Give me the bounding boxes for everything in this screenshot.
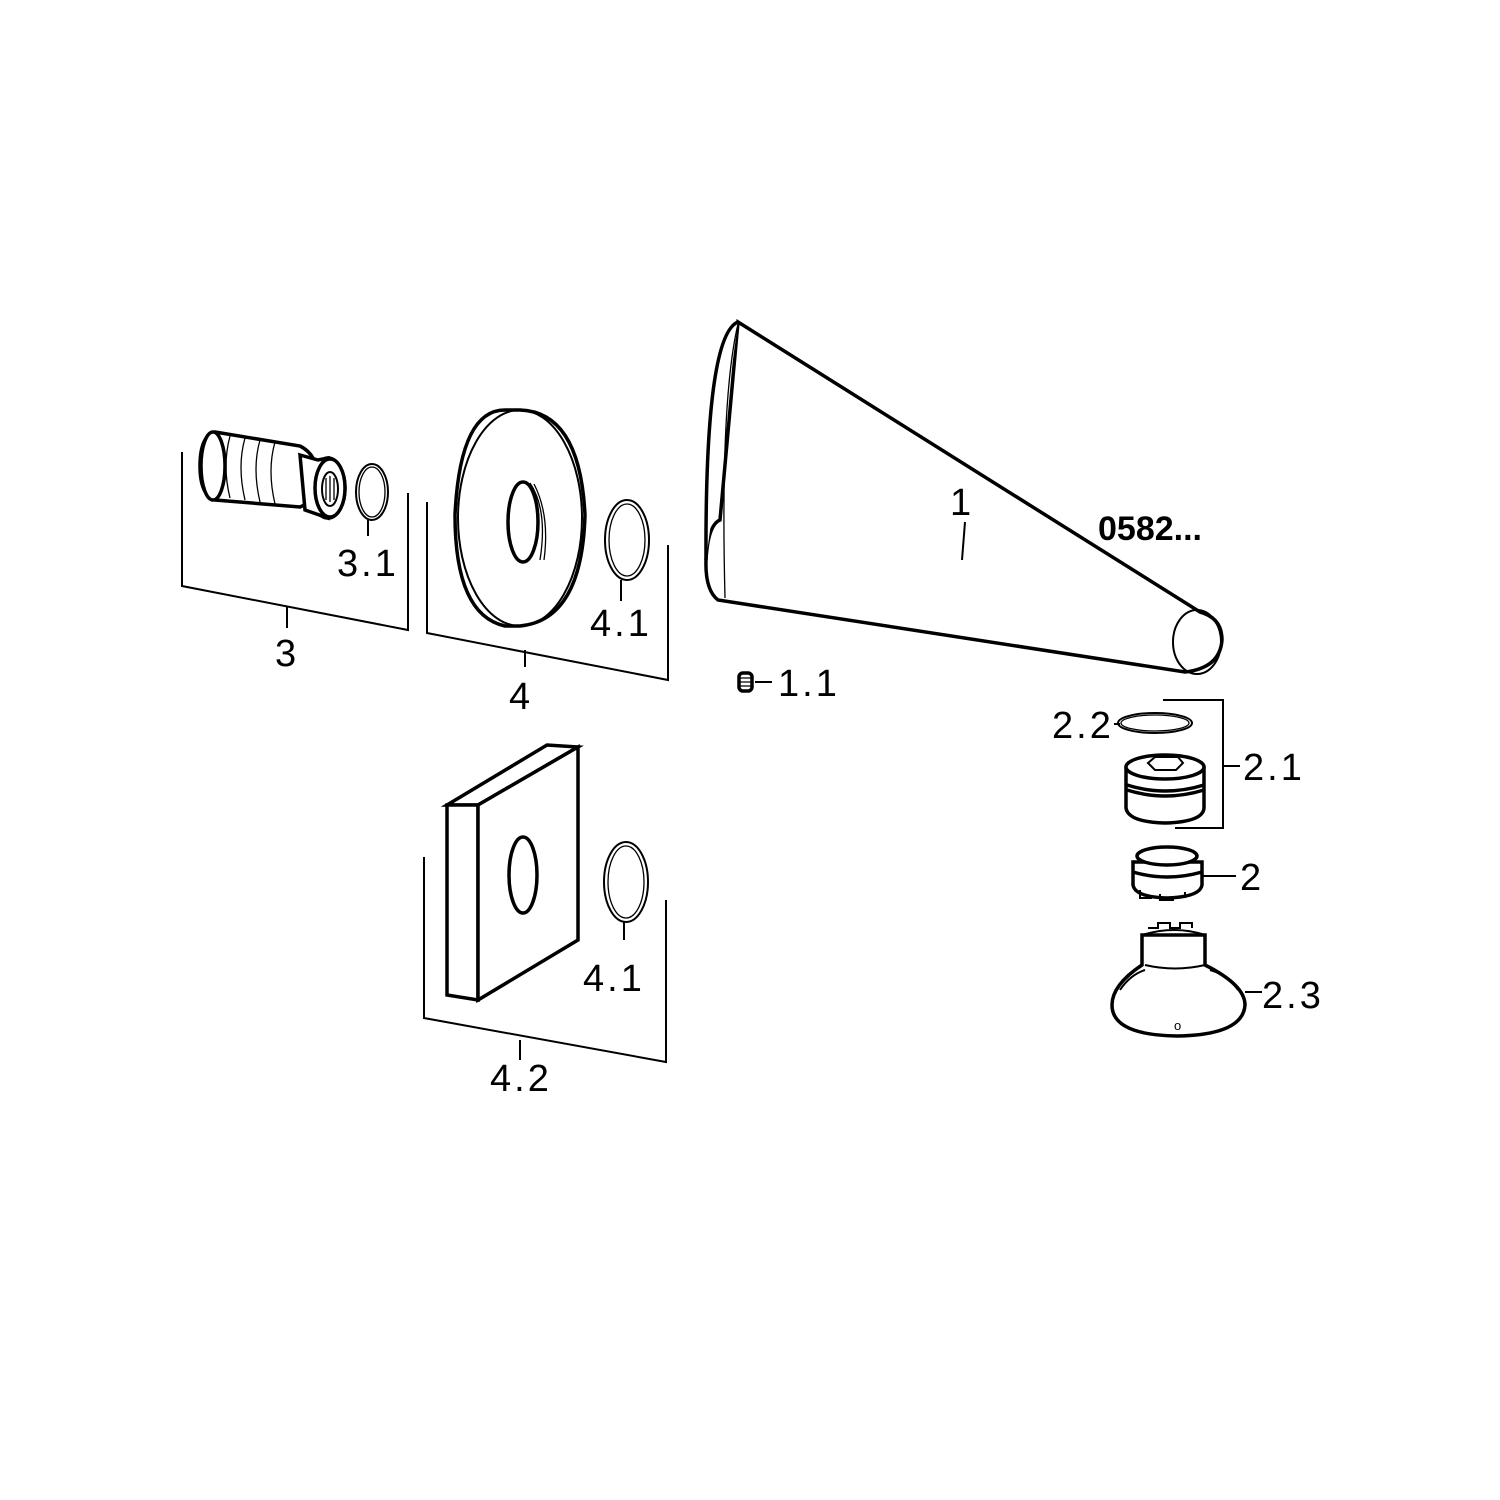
part-4-2-square-rosette xyxy=(440,743,584,1004)
label-4-2: 4.2 xyxy=(490,1058,552,1100)
part-3-adapter xyxy=(198,430,347,521)
label-1-1: 1.1 xyxy=(778,663,840,705)
bracket-4 xyxy=(426,502,669,682)
label-2-1: 2.1 xyxy=(1243,747,1305,789)
svg-text:o: o xyxy=(1174,1018,1181,1033)
part-2-aerator-insert xyxy=(1131,845,1204,901)
label-1: 1 xyxy=(950,482,974,524)
label-4-1-lower: 4.1 xyxy=(583,958,645,1000)
label-2: 2 xyxy=(1240,857,1264,899)
label-3: 3 xyxy=(275,633,299,675)
o-ring-3-1 xyxy=(355,463,389,521)
part-2-1-aerator xyxy=(1124,753,1206,825)
model-code: 0582... xyxy=(1098,510,1202,548)
label-2-2: 2.2 xyxy=(1052,705,1114,747)
bracket-3 xyxy=(181,452,409,632)
o-ring-4-1-lower xyxy=(603,841,649,923)
seal-ring-2-2 xyxy=(1117,712,1193,734)
part-2-3-aerator-key: o xyxy=(1110,922,1247,1038)
label-4: 4 xyxy=(509,676,533,718)
o-ring-4-1-upper xyxy=(604,499,650,581)
part-1-1-grub-screw xyxy=(737,671,754,693)
bracket-2-1 xyxy=(1163,699,1224,829)
bracket-4-2 xyxy=(423,857,667,1064)
label-2-3: 2.3 xyxy=(1262,975,1324,1017)
part-4-round-rosette xyxy=(453,408,587,628)
label-4-1-upper: 4.1 xyxy=(590,603,652,645)
part-1-spout xyxy=(704,319,1224,675)
label-3-1: 3.1 xyxy=(337,543,399,585)
